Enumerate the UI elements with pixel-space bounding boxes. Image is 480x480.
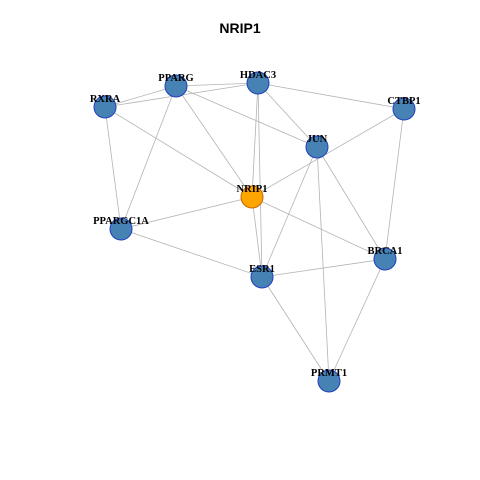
edge-nrip1-ppargc1a bbox=[120, 196, 253, 230]
node-pparg bbox=[164, 74, 188, 98]
node-jun bbox=[305, 135, 329, 159]
node-ppargc1a bbox=[109, 217, 133, 241]
edge-rxra-ppargc1a bbox=[104, 106, 122, 230]
edge-hdac3-esr1 bbox=[257, 82, 263, 278]
edge-esr1-prmt1 bbox=[261, 276, 330, 382]
edge-hdac3-jun bbox=[257, 82, 318, 148]
edge-nrip1-esr1 bbox=[251, 196, 263, 278]
node-label-ctbp1: CTBP1 bbox=[387, 96, 420, 107]
nodes-layer bbox=[93, 71, 416, 393]
edge-brca1-prmt1 bbox=[328, 258, 386, 382]
figure-title: NRIP1 bbox=[219, 20, 261, 36]
edge-nrip1-brca1 bbox=[251, 196, 386, 260]
edge-ppargc1a-esr1 bbox=[120, 228, 263, 278]
edge-jun-prmt1 bbox=[316, 146, 330, 382]
node-label-ppargc1a: PPARGC1A bbox=[93, 216, 149, 227]
edge-jun-esr1 bbox=[261, 146, 318, 278]
node-brca1 bbox=[373, 247, 397, 271]
node-label-rxra: RXRA bbox=[90, 94, 121, 105]
edge-hdac3-ctbp1 bbox=[257, 82, 405, 110]
edge-pparg-nrip1 bbox=[175, 85, 253, 198]
edge-pparg-hdac3 bbox=[175, 82, 259, 87]
node-label-esr1: ESR1 bbox=[249, 264, 275, 275]
node-label-prmt1: PRMT1 bbox=[311, 368, 347, 379]
edge-pparg-jun bbox=[175, 85, 318, 148]
edge-rxra-pparg bbox=[104, 85, 177, 108]
edges-layer bbox=[104, 82, 405, 382]
node-label-pparg: PPARG bbox=[158, 73, 193, 84]
edge-jun-brca1 bbox=[316, 146, 386, 260]
node-label-jun: JUN bbox=[307, 134, 328, 145]
node-ctbp1 bbox=[392, 97, 416, 121]
node-label-brca1: BRCA1 bbox=[367, 246, 402, 257]
node-rxra bbox=[93, 95, 117, 119]
node-label-hdac3: HDAC3 bbox=[240, 70, 276, 81]
edge-ctbp1-nrip1 bbox=[251, 108, 405, 198]
edge-ctbp1-brca1 bbox=[384, 108, 405, 260]
edge-hdac3-nrip1 bbox=[251, 82, 259, 198]
node-label-nrip1: NRIP1 bbox=[237, 184, 268, 195]
node-hdac3 bbox=[246, 71, 270, 95]
edge-rxra-nrip1 bbox=[104, 106, 253, 198]
edge-pparg-ppargc1a bbox=[120, 85, 177, 230]
node-esr1 bbox=[250, 265, 274, 289]
node-nrip1 bbox=[240, 185, 264, 209]
edge-esr1-brca1 bbox=[261, 258, 386, 278]
node-prmt1 bbox=[317, 369, 341, 393]
